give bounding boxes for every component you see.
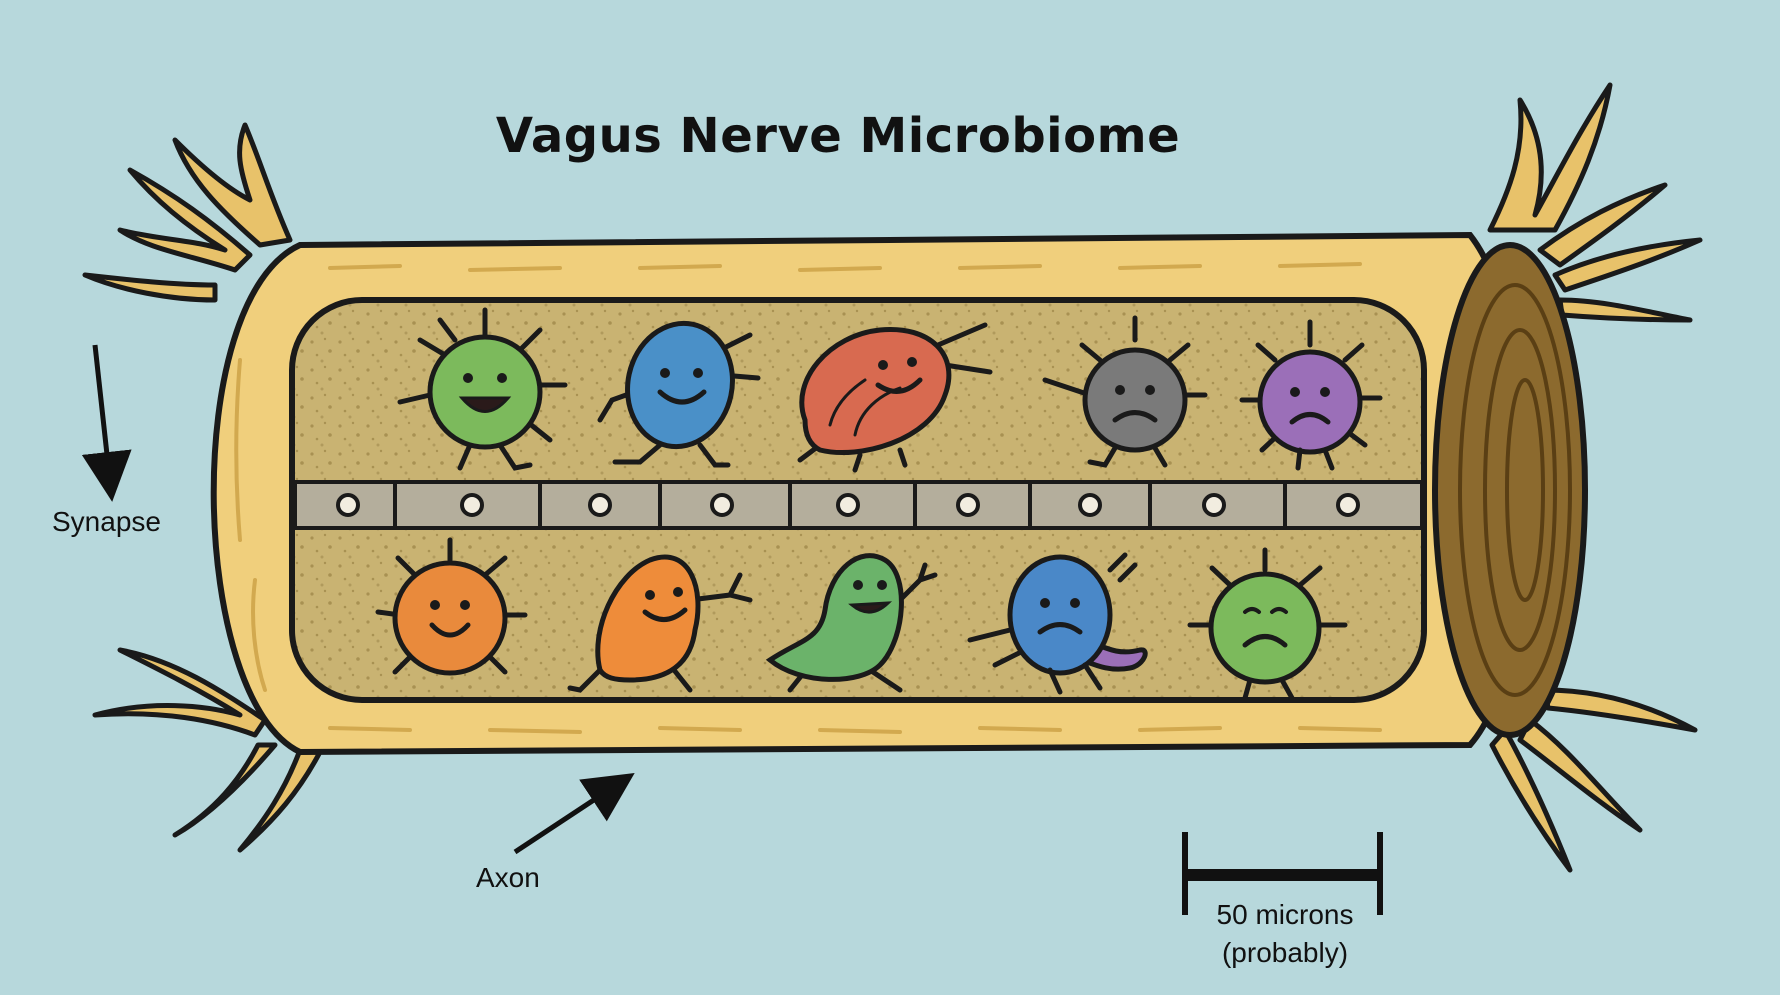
scale-bar: [1182, 832, 1383, 915]
synapse-arrow: [81, 344, 132, 502]
scale-label: 50 microns (probably): [1190, 896, 1380, 972]
microbe-orange-bean-happy: [567, 554, 753, 693]
microbe-blue-sad: [967, 552, 1148, 695]
cross-section-fibers: [1458, 283, 1572, 697]
microbe-grey-sad: [1042, 315, 1208, 468]
axon-arrow: [513, 772, 635, 855]
scale-note: (probably): [1221, 937, 1349, 968]
node-divider-strip: [293, 480, 1424, 530]
axon-label: Axon: [476, 862, 540, 893]
scale-value: 50 microns: [1216, 899, 1354, 930]
microbe-red-happy: [797, 322, 993, 473]
microbe-green-happy: [397, 307, 568, 471]
microbe-blue-happy: [597, 320, 761, 468]
dendrites-right: [1487, 82, 1703, 873]
microbe-purple-sad: [1239, 319, 1383, 471]
sheath-texture: [234, 262, 1382, 734]
microbe-orange-happy: [375, 537, 528, 676]
microbe-green-slug-happy: [765, 553, 938, 693]
synapse-label: Synapse: [52, 506, 161, 537]
diagram-title: Vagus Nerve Microbiome: [495, 108, 1181, 164]
microbe-green-spiky-sad: [1187, 547, 1348, 701]
dendrites-left: [82, 122, 323, 853]
nerve-cross-section: [1432, 242, 1588, 738]
